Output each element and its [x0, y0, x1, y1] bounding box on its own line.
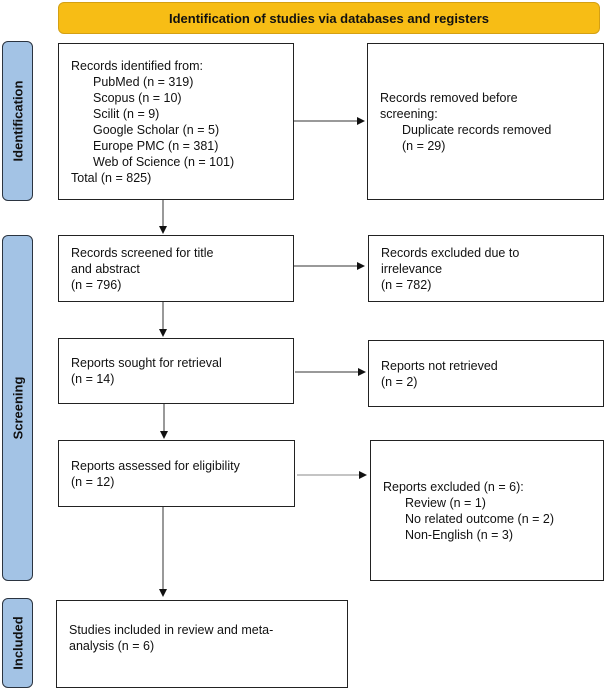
records-screened-box: Records screened for title and abstract … — [58, 235, 294, 302]
box-title: Reports assessed for eligibility — [71, 458, 240, 473]
reason: Non-English (n = 3) — [405, 527, 514, 542]
reports-not-retrieved-box: Reports not retrieved (n = 2) — [368, 340, 604, 407]
studies-included-box: Studies included in review and meta-anal… — [56, 600, 348, 688]
records-excluded-box: Records excluded due to irrelevance (n =… — [368, 235, 604, 302]
source: Google Scholar (n = 5) — [93, 122, 220, 137]
reports-excluded-box: Reports excluded (n = 6): Review (n = 1)… — [370, 440, 604, 581]
source: Web of Science (n = 101) — [93, 154, 235, 169]
item: Duplicate records removed — [402, 122, 552, 137]
box-title: Reports sought for retrieval — [71, 356, 222, 370]
phase-included: Included — [2, 598, 33, 688]
count: (n = 782) — [381, 277, 432, 292]
source: Scilit (n = 9) — [93, 106, 160, 121]
header-banner: Identification of studies via databases … — [58, 2, 600, 34]
count: (n = 12) — [71, 474, 115, 489]
box-title: Studies included in review and meta-anal… — [69, 623, 274, 653]
source: PubMed (n = 319) — [93, 74, 194, 89]
count: (n = 2) — [381, 374, 418, 389]
count: (n = 796) — [71, 277, 122, 292]
box-title: Reports not retrieved — [381, 358, 498, 373]
source: Europe PMC (n = 381) — [93, 138, 219, 153]
box-title: Records excluded due to irrelevance — [381, 245, 520, 276]
reports-assessed-box: Reports assessed for eligibility (n = 12… — [58, 440, 295, 507]
count: (n = 14) — [71, 372, 115, 386]
box-title: Records identified from: — [71, 58, 204, 73]
reason: Review (n = 1) — [405, 495, 486, 510]
reason: No related outcome (n = 2) — [405, 511, 555, 526]
records-removed-box: Records removed before screening: Duplic… — [367, 43, 604, 200]
reports-sought-box: Reports sought for retrieval (n = 14) — [58, 338, 294, 404]
box-title: Records removed before screening: — [380, 90, 518, 121]
box-title: Reports excluded (n = 6): — [383, 479, 524, 494]
box-title: Records screened for title and abstract — [71, 245, 214, 276]
phase-identification: Identification — [2, 41, 33, 201]
source: Scopus (n = 10) — [93, 90, 182, 105]
records-identified-box: Records identified from: PubMed (n = 319… — [58, 43, 294, 200]
total: Total (n = 825) — [71, 170, 152, 185]
phase-screening: Screening — [2, 235, 33, 581]
count: (n = 29) — [402, 138, 446, 153]
